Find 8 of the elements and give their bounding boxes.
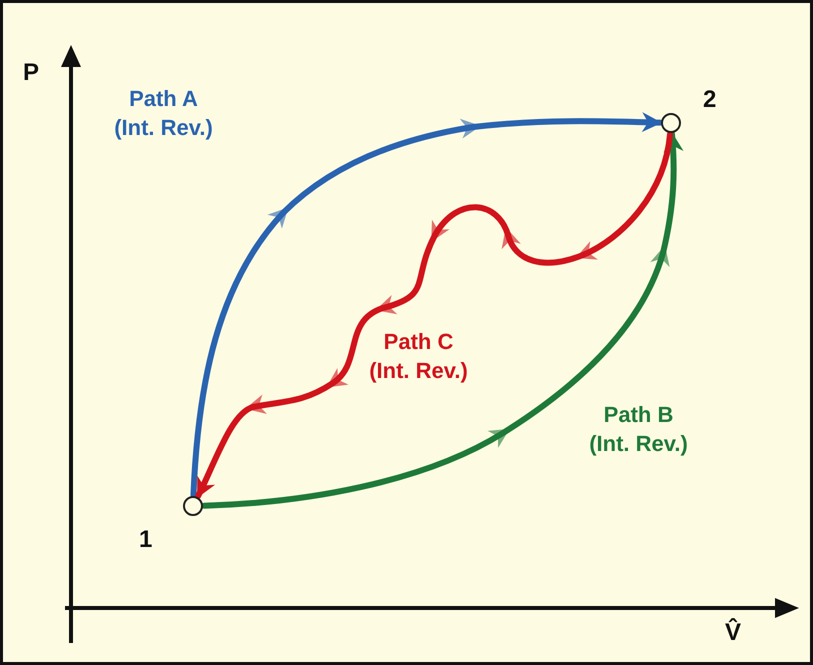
state-point-circle xyxy=(661,113,681,133)
edge-label: Path C (Int. Rev.) xyxy=(368,328,469,385)
state-point-circle xyxy=(183,496,203,516)
state-number: 2 xyxy=(703,88,716,112)
edge-label: Path A (Int. Rev.) xyxy=(113,85,214,142)
edge-label: Path B (Int. Rev.) xyxy=(588,401,689,458)
axis-label: P xyxy=(23,61,40,85)
state-number: 1 xyxy=(139,528,152,552)
